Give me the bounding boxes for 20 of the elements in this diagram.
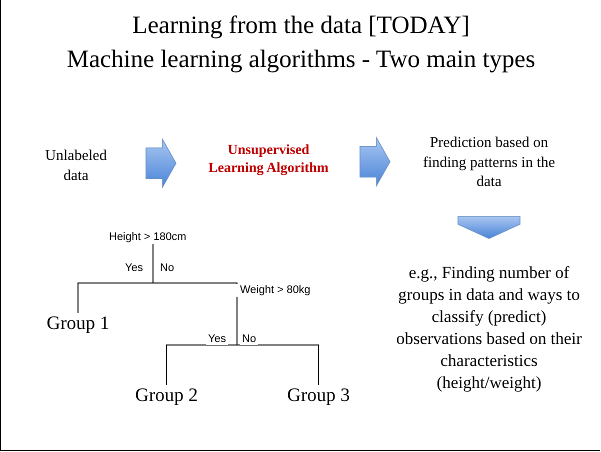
edge-label: Yes xyxy=(123,262,145,274)
decision-text: Weight > 80kg xyxy=(237,284,312,298)
tree-branch-line xyxy=(236,296,319,386)
tree-branch-line xyxy=(152,244,238,284)
edge-label: Yes xyxy=(206,333,228,345)
algorithm-text: Unsupervised Learning Algorithm xyxy=(206,142,331,178)
block-arrow xyxy=(146,138,176,189)
input-text: Unlabeled data xyxy=(36,147,116,186)
block-arrow xyxy=(360,136,390,188)
leaf-text: Group 3 xyxy=(276,385,361,408)
example-text: e.g., Finding number of groups in data and ways to classify (predict) observations based on their characteristics (height/weight) xyxy=(389,262,589,395)
edge-label: No xyxy=(240,333,258,345)
slide-title: Learning from the data [TODAY] xyxy=(131,12,471,40)
leaf-text: Group 2 xyxy=(124,385,209,408)
edge-label: No xyxy=(158,262,176,274)
decision-text: Height > 180cm xyxy=(109,231,197,244)
slide-subtitle: Machine learning algorithms - Two main types xyxy=(66,46,536,74)
leaf-text: Group 1 xyxy=(39,313,117,336)
block-arrow xyxy=(458,216,520,239)
output-text: Prediction based on finding patterns in the data xyxy=(419,134,559,192)
